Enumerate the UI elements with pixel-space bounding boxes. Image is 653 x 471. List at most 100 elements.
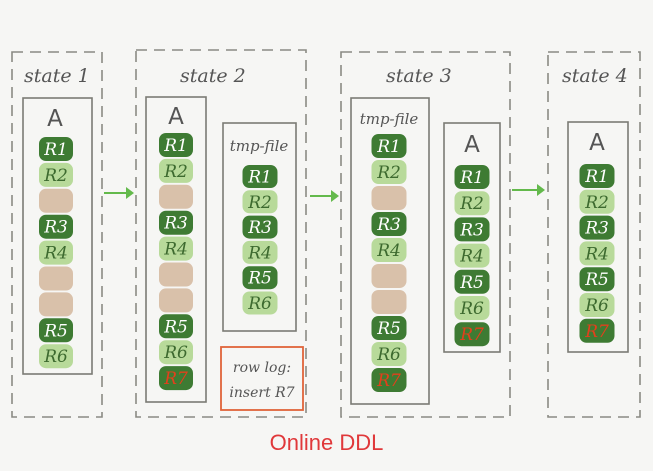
- row-block-deleted: [39, 188, 73, 213]
- row-block-r7: [454, 322, 490, 347]
- row-label-r1: R1: [376, 137, 401, 157]
- arrow-state-1-to-2: [104, 187, 134, 199]
- row-block-r1: [242, 165, 278, 188]
- row-label-r7: R7: [376, 371, 401, 391]
- row-label-r6: R6: [376, 345, 401, 365]
- row-block-deleted: [371, 290, 407, 314]
- row-label-r6: R6: [459, 299, 484, 319]
- row-block-r2: [371, 160, 407, 184]
- row-block-r3: [454, 217, 490, 242]
- row-label-r2: R2: [584, 193, 609, 213]
- row-block-r7: [371, 368, 407, 392]
- state-4-label: state 4: [562, 65, 628, 87]
- row-block-r6: [579, 293, 615, 317]
- row-block-r5: [454, 269, 490, 294]
- row-block-r5: [371, 316, 407, 340]
- row-label-r3: R3: [459, 220, 484, 240]
- row-label-r3: R3: [584, 219, 609, 239]
- row-label-r3: R3: [43, 218, 68, 238]
- row-block-r1: [39, 137, 73, 161]
- state-3-label: state 3: [386, 65, 452, 87]
- row-block-r4: [242, 240, 278, 264]
- state-1-frame: [11, 51, 103, 418]
- row-label-r5: R5: [163, 317, 188, 337]
- row-label-r1: R1: [584, 167, 609, 187]
- row-block-r4: [159, 236, 193, 261]
- row-block-r1: [454, 165, 490, 189]
- row-block-deleted: [159, 288, 193, 313]
- state-2-tmp-file-title: tmp-file: [230, 137, 289, 155]
- state-3-table-a-title: A: [464, 132, 480, 158]
- state-1-label: state 1: [24, 65, 90, 87]
- row-label-r3: R3: [376, 215, 401, 235]
- row-block-deleted: [371, 186, 407, 210]
- row-block-r2: [39, 162, 73, 187]
- row-log-line-2: insert R7: [229, 385, 294, 401]
- row-block-deleted: [159, 184, 193, 209]
- row-block-r3: [371, 212, 407, 236]
- row-block-r6: [242, 291, 278, 315]
- row-block-r5: [159, 314, 193, 339]
- row-block-r6: [371, 342, 407, 366]
- row-label-r4: R4: [376, 241, 401, 261]
- row-label-r2: R2: [43, 166, 68, 186]
- row-label-r7: R7: [584, 322, 609, 342]
- row-label-r6: R6: [247, 294, 272, 314]
- state-2-frame: [135, 49, 307, 418]
- row-log-box: [220, 346, 304, 411]
- row-block-r2: [159, 158, 193, 183]
- row-block-r3: [579, 215, 615, 240]
- state-4-frame: [547, 51, 641, 418]
- state-2-table-a-box: [145, 96, 207, 403]
- row-label-r5: R5: [43, 321, 68, 341]
- state-3-tmp-file-title: tmp-file: [360, 110, 419, 128]
- state-1-table-a-box: [22, 97, 93, 375]
- row-log-line-1: row log:: [233, 360, 291, 376]
- row-block-r4: [39, 240, 73, 265]
- row-label-r7: R7: [163, 369, 188, 389]
- row-label-r6: R6: [163, 343, 188, 363]
- row-block-r1: [579, 164, 615, 188]
- row-block-r4: [371, 238, 407, 262]
- row-block-r4: [454, 243, 490, 268]
- state-3-frame: [340, 51, 511, 418]
- row-block-r5: [242, 266, 278, 290]
- state-2-table-a-title: A: [168, 104, 184, 130]
- row-block-r3: [39, 214, 73, 239]
- state-1-table-a-title: A: [47, 106, 63, 132]
- row-label-r1: R1: [43, 140, 68, 160]
- row-block-r2: [454, 191, 490, 216]
- row-label-r1: R1: [163, 136, 188, 156]
- row-block-r3: [159, 210, 193, 235]
- row-label-r4: R4: [459, 247, 484, 267]
- row-label-r4: R4: [247, 243, 272, 263]
- row-label-r3: R3: [247, 218, 272, 238]
- row-label-r2: R2: [163, 162, 188, 182]
- row-block-r7: [579, 318, 615, 343]
- row-block-r6: [39, 344, 73, 369]
- arrow-state-2-to-3: [310, 190, 339, 202]
- row-block-r4: [579, 241, 615, 266]
- state-4-table-a-title: A: [589, 130, 605, 156]
- row-label-r6: R6: [584, 296, 609, 316]
- state-4-table-a-box: [567, 121, 629, 353]
- row-label-r4: R4: [584, 244, 609, 264]
- state-2-label: state 2: [180, 65, 246, 87]
- row-block-r6: [159, 340, 193, 365]
- arrow-state-3-to-4: [512, 184, 545, 196]
- row-block-r5: [39, 318, 73, 343]
- row-block-deleted: [39, 266, 73, 291]
- row-label-r3: R3: [163, 214, 188, 234]
- row-block-r5: [579, 267, 615, 292]
- state-2-tmp-file-box: [222, 122, 297, 332]
- diagram-caption: Online DDL: [269, 430, 384, 455]
- row-label-r4: R4: [43, 244, 68, 264]
- row-label-r5: R5: [247, 269, 272, 289]
- row-block-r2: [579, 189, 615, 214]
- row-block-deleted: [39, 292, 73, 317]
- row-block-deleted: [371, 264, 407, 288]
- row-label-r1: R1: [247, 168, 272, 188]
- row-label-r2: R2: [376, 163, 401, 183]
- row-label-r5: R5: [584, 270, 609, 290]
